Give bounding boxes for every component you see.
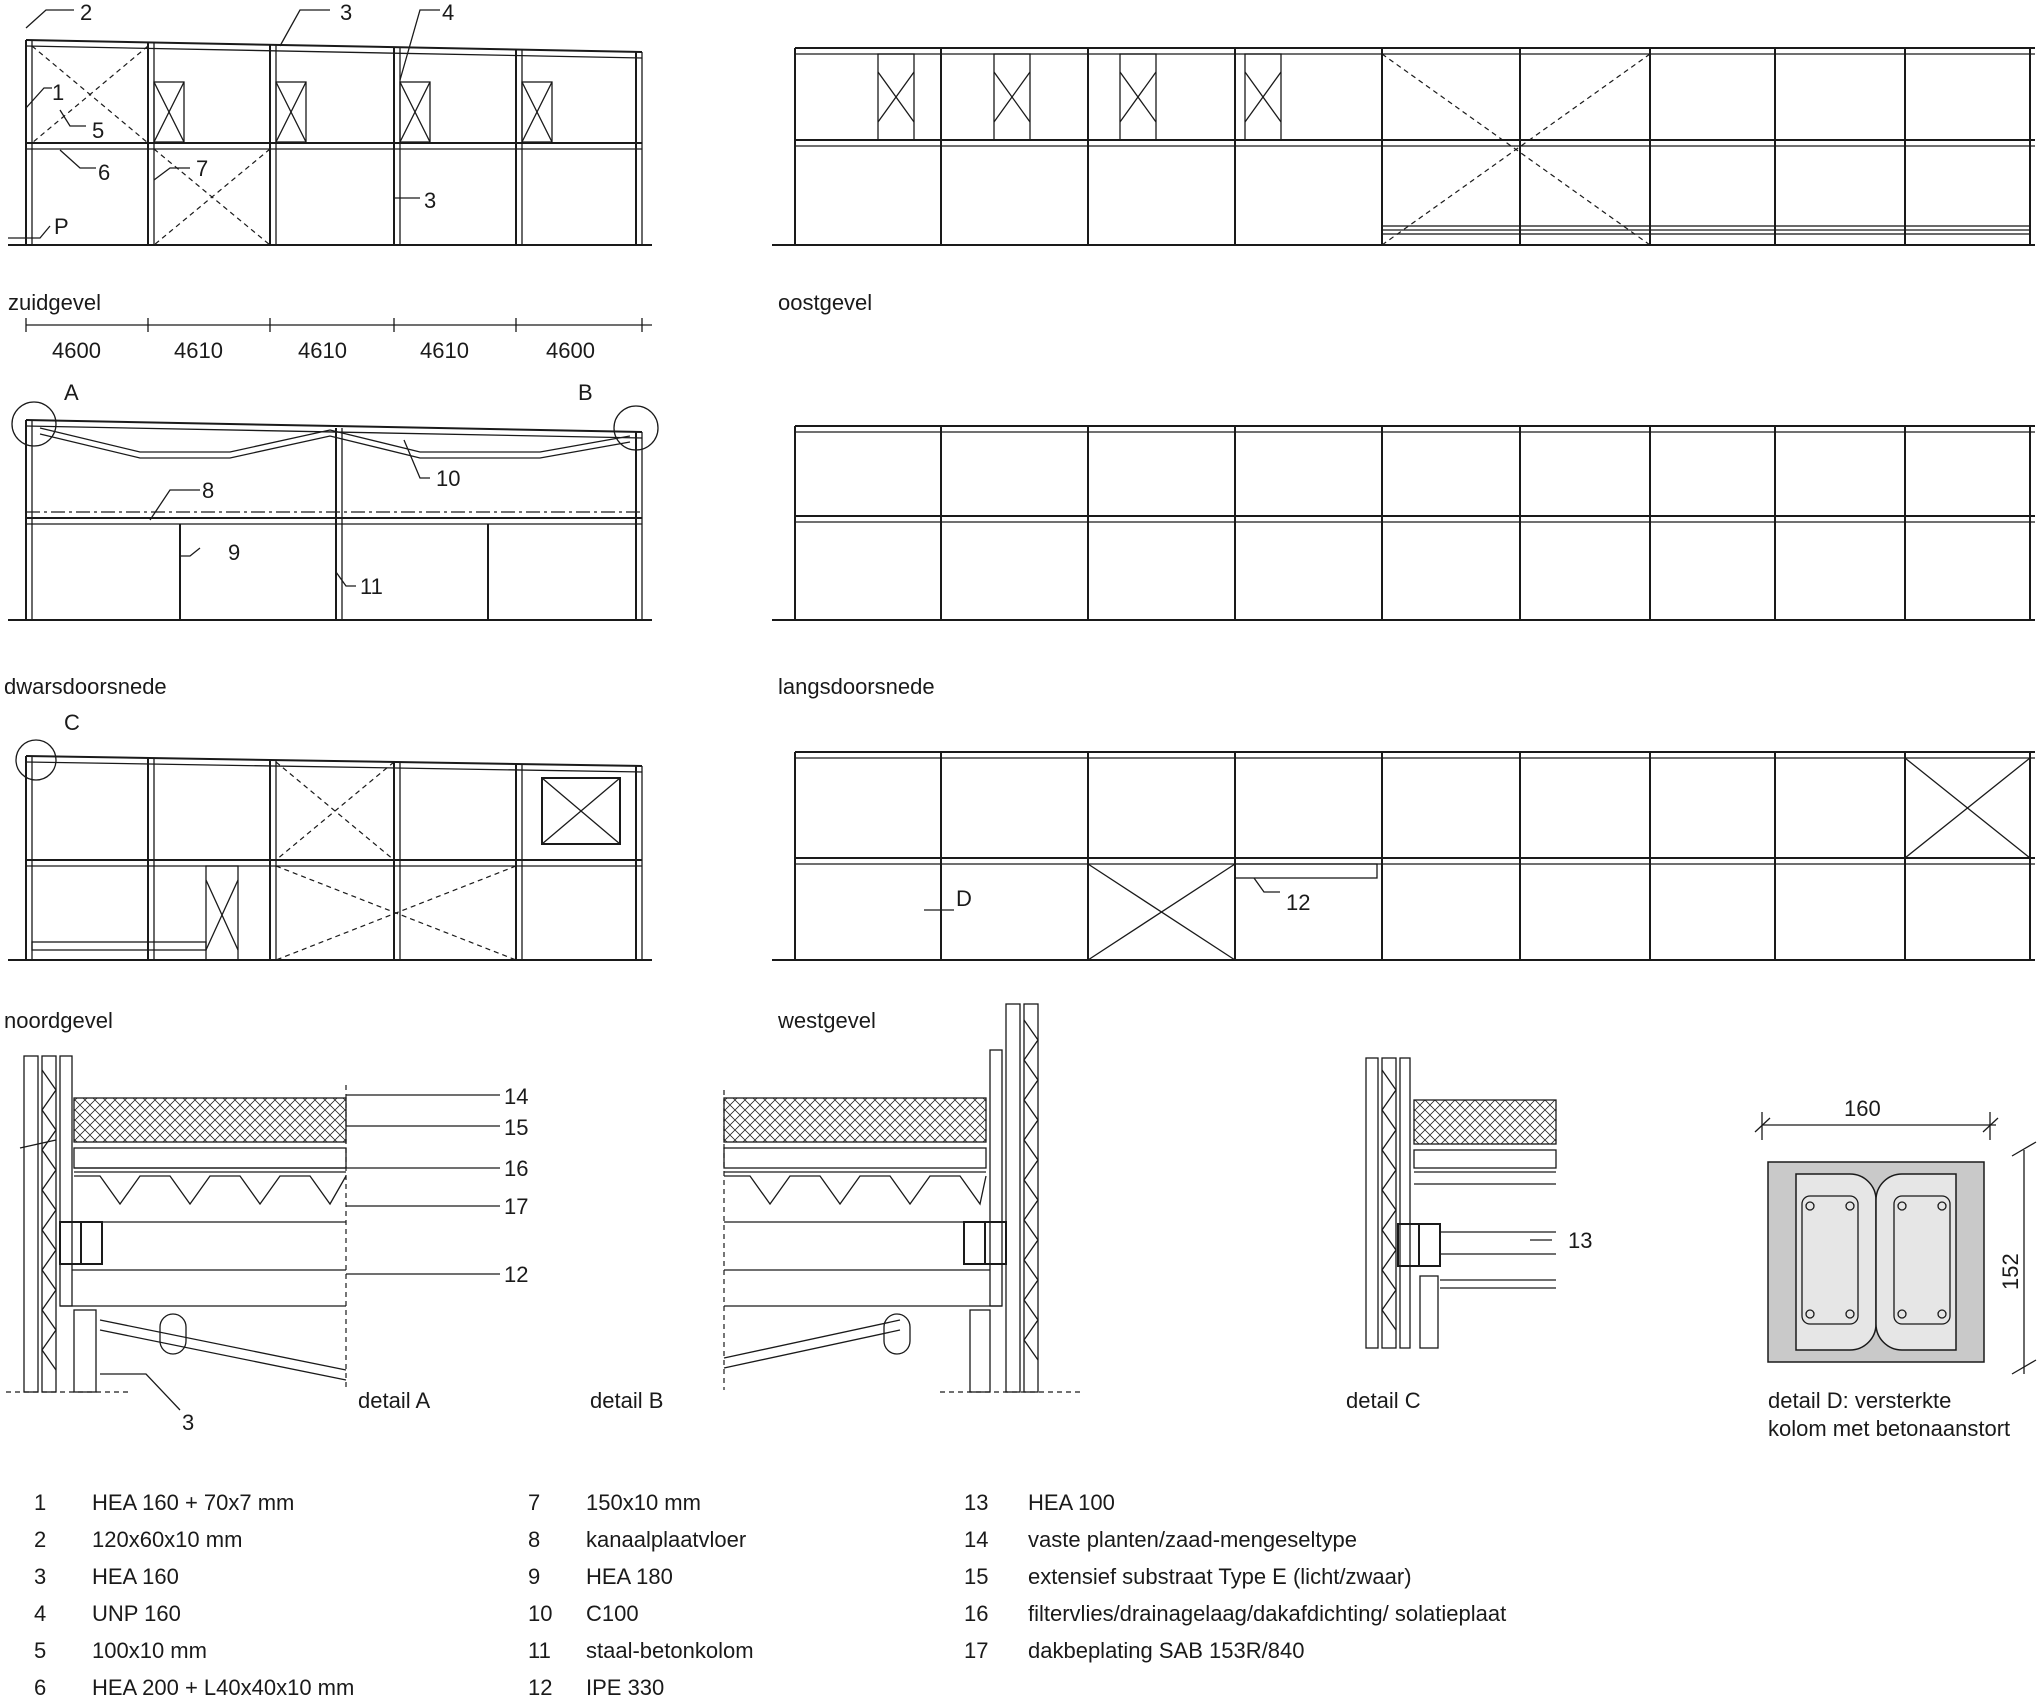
- dwarsdoorsnede-section: [8, 318, 659, 621]
- detail-b-label: detail B: [590, 1388, 663, 1413]
- view-title-dwarsdoorsnede: dwarsdoorsnede: [4, 674, 167, 699]
- zuidgevel-elevation: [8, 9, 652, 246]
- callout-2: 2: [80, 0, 92, 25]
- callout-10: 10: [436, 466, 460, 491]
- callout-P: P: [54, 214, 69, 239]
- oostgevel-elevation: [772, 47, 2035, 246]
- view-title-oostgevel: oostgevel: [778, 290, 872, 315]
- detail-a-callout-17: 17: [504, 1194, 528, 1219]
- detail-a-callout-15: 15: [504, 1115, 528, 1140]
- callout-1: 1: [52, 80, 64, 105]
- callout-7: 7: [196, 156, 208, 181]
- dimension-3: 4610: [298, 338, 347, 363]
- view-title-noordgevel: noordgevel: [4, 1008, 113, 1033]
- callout-3-bottom: 3: [424, 188, 436, 213]
- callout-8: 8: [202, 478, 214, 503]
- dimension-1: 4600: [52, 338, 101, 363]
- dimension-4: 4610: [420, 338, 469, 363]
- detail-c-label: detail C: [1346, 1388, 1421, 1413]
- view-title-zuidgevel: zuidgevel: [8, 290, 101, 315]
- view-title-langsdoorsnede: langsdoorsnede: [778, 674, 935, 699]
- noordgevel-elevation: [8, 739, 652, 961]
- callout-C: C: [64, 710, 80, 735]
- dimension-5: 4600: [546, 338, 595, 363]
- callout-3-top: 3: [340, 0, 352, 25]
- detail-b-drawing: [723, 1003, 1080, 1393]
- callout-6: 6: [98, 160, 110, 185]
- callout-4: 4: [442, 0, 454, 25]
- detail-d-label-line2: kolom met betonaanstort: [1768, 1416, 2010, 1441]
- callout-11: 11: [360, 574, 383, 599]
- callout-9: 9: [228, 540, 240, 565]
- detail-a-drawing: [6, 1055, 500, 1411]
- detail-a-callout-16: 16: [504, 1156, 528, 1181]
- callout-A: A: [64, 380, 79, 405]
- detail-c-callout-13: 13: [1568, 1228, 1592, 1253]
- detail-a-label: detail A: [358, 1388, 430, 1413]
- dimension-2: 4610: [174, 338, 223, 363]
- detail-a-callout-14: 14: [504, 1084, 528, 1109]
- detail-d-drawing: [1754, 1112, 2037, 1375]
- callout-B: B: [578, 380, 593, 405]
- langsdoorsnede-section: [772, 425, 2035, 621]
- view-title-westgevel: westgevel: [777, 1008, 876, 1033]
- westgevel-elevation: [772, 751, 2035, 961]
- detail-d-height: 152: [1998, 1253, 2023, 1290]
- detail-a-callout-3: 3: [182, 1410, 194, 1435]
- detail-d-width: 160: [1844, 1096, 1881, 1121]
- callout-12: 12: [1286, 890, 1310, 915]
- detail-a-callout-12: 12: [504, 1262, 528, 1287]
- detail-d-label-line1: detail D: versterkte: [1768, 1388, 1951, 1413]
- callout-5: 5: [92, 118, 104, 143]
- callout-D: D: [956, 886, 972, 911]
- detail-c-drawing: [1365, 1057, 1557, 1349]
